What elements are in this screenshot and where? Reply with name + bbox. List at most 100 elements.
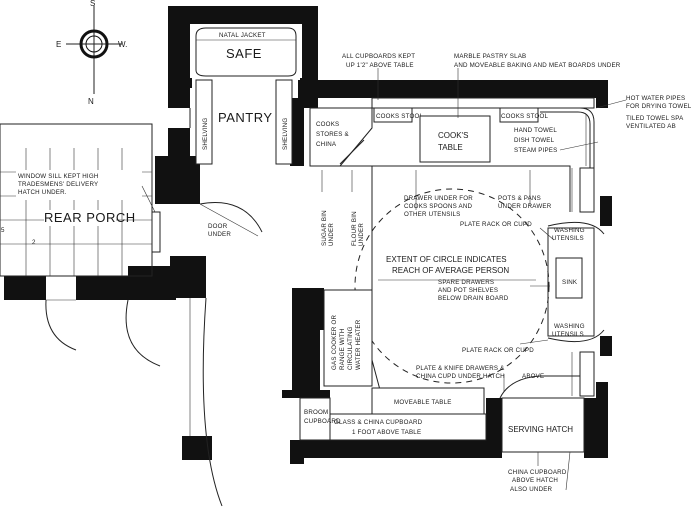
- cooks-stool-right: [499, 107, 539, 123]
- spare-drawers-line2: AND POT SHELVES: [438, 287, 498, 294]
- above-label: ABOVE: [522, 373, 544, 380]
- spare-drawers-line3: BELOW DRAIN BOARD: [438, 295, 509, 302]
- door-under-line1: DOOR: [208, 223, 228, 230]
- spare-drawers-line1: SPARE DRAWERS: [438, 279, 494, 286]
- kitchen-worktop-west: [371, 166, 381, 414]
- compass-west: W.: [118, 40, 127, 49]
- sink-upper-cupd-arc: [547, 221, 605, 235]
- flour-bin-line1: FLOUR BIN: [351, 211, 358, 246]
- cooks-table-line2: TABLE: [438, 143, 463, 152]
- moveable-table-label: MOVEABLE TABLE: [394, 399, 452, 406]
- sink-label: SINK: [562, 279, 578, 286]
- cooks-stores-line1: COOKS: [316, 121, 339, 128]
- gas-cooker-line1: GAS COOKER OR: [331, 314, 338, 370]
- cupboards-kept-line1: ALL CUPBOARDS KEPT: [342, 53, 415, 60]
- flour-bin-line2: UNDER: [358, 223, 365, 246]
- safe-pantry: NATAL JACKET SAFE SHELVING SHELVING PANT…: [189, 27, 297, 238]
- gas-cooker: [323, 289, 373, 387]
- walls: [4, 6, 612, 464]
- washing-utensils-top-line2: UTENSILS: [552, 235, 584, 242]
- cooks-stool-left: [373, 107, 413, 123]
- marble-slab-line1: MARBLE PASTRY SLAB: [454, 53, 526, 60]
- extent-circle-line1: EXTENT OF CIRCLE INDICATES: [386, 255, 507, 264]
- hot-water-pipes: [540, 107, 595, 168]
- safe-jacket-label: NATAL JACKET: [219, 32, 266, 39]
- porch-outline: [0, 123, 153, 277]
- china-cupboard-line2: ABOVE HATCH: [512, 477, 558, 484]
- extent-circle-line2: REACH OF AVERAGE PERSON: [392, 266, 509, 275]
- leader-lines: [321, 68, 627, 491]
- serving-hatch: [501, 397, 585, 453]
- glass-china-line2: 1 FOOT ABOVE TABLE: [352, 429, 421, 436]
- compass-east: E: [56, 40, 61, 49]
- porch-door-arc-right: [125, 299, 161, 367]
- washing-utensils-top-line1: WASHING: [554, 227, 585, 234]
- pantry-east-partition: [290, 98, 304, 166]
- broom-cupboard: [299, 397, 331, 441]
- plate-knife-line1: PLATE & KNIFE DRAWERS &: [416, 365, 505, 372]
- washing-utensils-bottom-line1: WASHING: [554, 323, 585, 330]
- porch-door-jamb: [170, 256, 206, 298]
- cooks-stores-line3: CHINA: [316, 141, 337, 148]
- pantry-west-wall-lower: [168, 128, 190, 164]
- margin-number: 5: [1, 227, 5, 234]
- pantry-west-pier: [168, 88, 190, 108]
- door-under-line2: UNDER: [208, 231, 231, 238]
- drawer-under-line1: DRAWER UNDER FOR: [404, 195, 473, 202]
- rear-porch: WINDOW SILL KEPT HIGH TRADESMENS' DELIVE…: [0, 123, 223, 507]
- drawer-under-line2: COOKS SPOONS AND: [404, 203, 473, 210]
- kitchen-west-wall: [292, 288, 320, 392]
- sink-basin: [555, 257, 583, 299]
- hatch-door-arc: [499, 375, 580, 399]
- gas-cooker-line4: WATER HEATER: [355, 319, 362, 370]
- cooks-table-line1: COOK'S: [438, 131, 468, 140]
- china-cupboard-line3: ALSO UNDER: [510, 486, 553, 493]
- compass-rose: S E W. N: [56, 0, 127, 106]
- drawer-under-line3: OTHER UTENSILS: [404, 211, 460, 218]
- marble-slab-line2: AND MOVEABLE BAKING AND MEAT BOARDS UNDE…: [454, 62, 621, 69]
- hot-water-pipes-line1: HOT WATER PIPES: [626, 95, 685, 102]
- kitchen-east-pier-1: [600, 196, 612, 226]
- gas-cooker-line2: RANGE WITH: [339, 328, 346, 370]
- glass-china-line1: GLASS & CHINA CUPBOARD: [334, 419, 423, 426]
- washing-utensils-bottom-line2: UTENSILS: [552, 331, 584, 338]
- pantry-shelving-left-label: SHELVING: [202, 118, 209, 150]
- kitchen-worktop-north: [310, 165, 571, 212]
- cooks-stores-line2: STORES &: [316, 131, 349, 138]
- kitchen-south-wall-west: [290, 440, 498, 458]
- cooker-recess-wall: [316, 288, 324, 330]
- porch-south-wall: [76, 276, 128, 300]
- porch-sw-wall: [4, 276, 46, 300]
- kitchen-ne-corner: [596, 80, 608, 108]
- pantry-door-arc: [199, 202, 263, 233]
- kitchen-fixtures: COOKS STORES & CHINA COOKS STOOL COOKS S…: [299, 97, 605, 453]
- dish-towel-label: DISH TOWEL: [514, 137, 555, 144]
- window-sill-line1: WINDOW SILL KEPT HIGH: [18, 173, 99, 180]
- tiled-towel-line2: VENTILATED AB: [626, 123, 676, 130]
- hot-water-pipes-inner: [540, 111, 591, 168]
- plate-rack-upper: [579, 167, 595, 213]
- gas-cooker-line3: CIRCULATING: [347, 326, 354, 370]
- pantry-label: PANTRY: [218, 110, 273, 125]
- window-sill-line2: TRADESMENS' DELIVERY: [18, 181, 98, 188]
- hatch-west-pier: [486, 398, 502, 458]
- hatch-east-pier: [584, 398, 608, 458]
- serving-hatch-label: SERVING HATCH: [508, 425, 573, 434]
- external-door-arc: [202, 297, 223, 507]
- cooks-stool-right-label: COOKS STOOL: [501, 113, 548, 120]
- porch-door-arc-left: [45, 299, 77, 351]
- pantry-shelving-right-label: SHELVING: [282, 118, 289, 150]
- broom-cupboard-line1: BROOM: [304, 409, 328, 416]
- cupboards-kept-line2: UP 1'2" ABOVE TABLE: [346, 62, 414, 69]
- pantry-outer-wall: [168, 6, 318, 88]
- steam-pipes-label: STEAM PIPES: [514, 147, 557, 154]
- north-counter: [371, 97, 595, 109]
- broom-cupboard-top: [282, 390, 330, 398]
- porch-east-pier: [155, 156, 200, 204]
- rear-porch-label: REAR PORCH: [44, 210, 136, 225]
- kitchen-north-wall: [298, 80, 600, 108]
- plate-rack-lower: [579, 351, 595, 397]
- cooks-table: [419, 115, 491, 163]
- plate-rack-bottom-label: PLATE RACK OR CUPD: [462, 347, 534, 354]
